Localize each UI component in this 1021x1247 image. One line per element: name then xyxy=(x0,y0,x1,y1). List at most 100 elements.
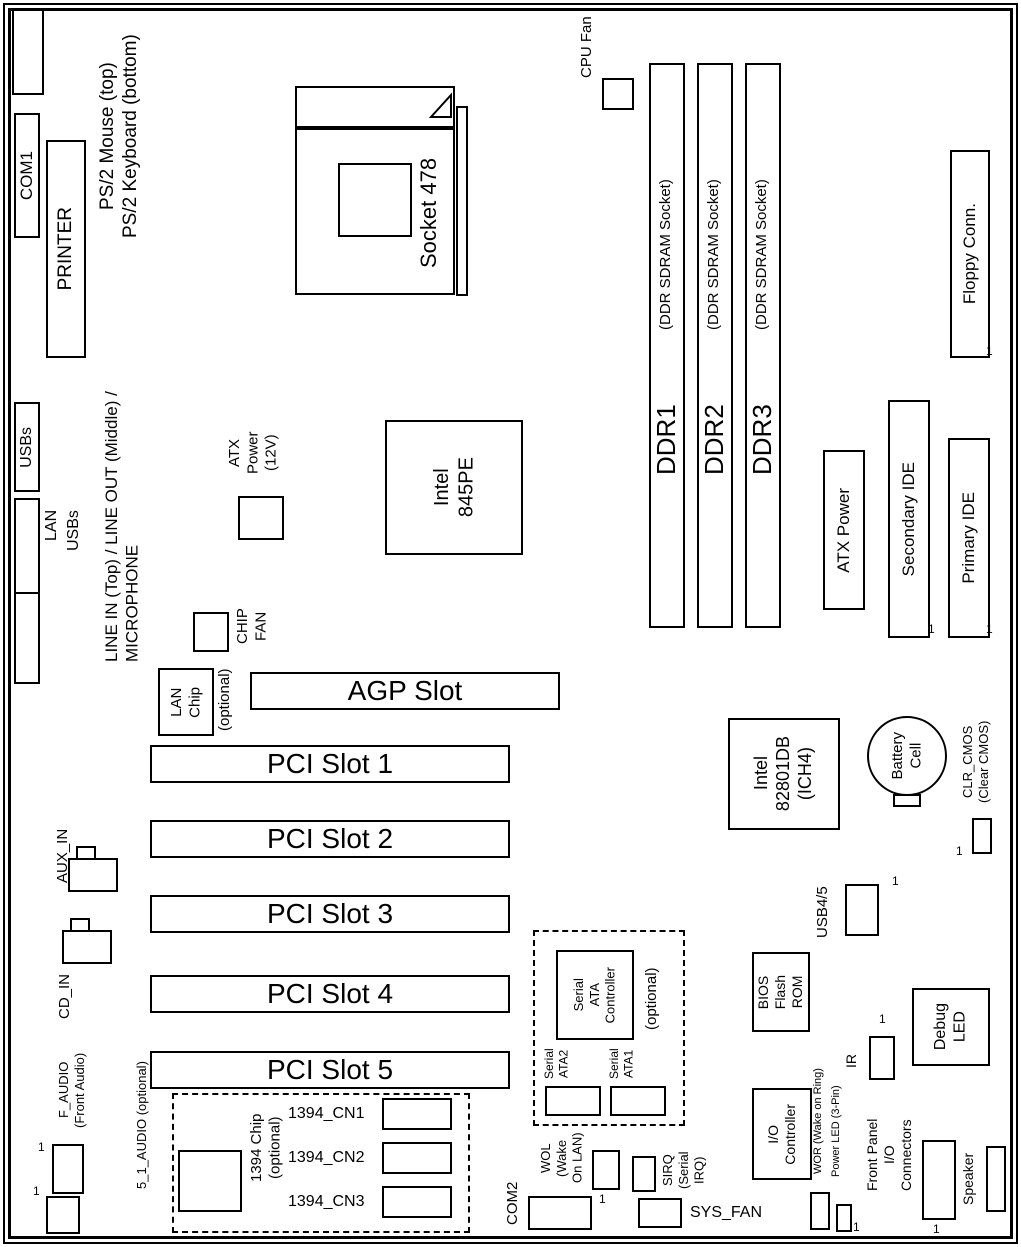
lan-usb-ports xyxy=(14,498,40,610)
firewire-chip xyxy=(178,1150,242,1212)
secondary-ide-connector: Secondary IDE xyxy=(888,400,930,638)
primary-ide-connector: Primary IDE xyxy=(948,438,990,638)
pin1-ir: 1 xyxy=(879,1012,886,1026)
firewire-cn1-label: 1394_CN1 xyxy=(288,1105,365,1122)
debug-led: Debug LED xyxy=(912,988,990,1066)
pin1-secondary-ide: 1 xyxy=(928,622,935,636)
northbridge-label: Intel 845PE xyxy=(430,457,477,518)
sata-optional-label: (optional) xyxy=(643,967,660,1031)
firewire-cn2-label: 1394_CN2 xyxy=(288,1149,365,1166)
f-audio-label: F_AUDIO (Front Audio) xyxy=(56,1052,87,1128)
pci-slot-1-label: PCI Slot 1 xyxy=(266,748,394,779)
front-panel-header xyxy=(922,1140,956,1220)
sata-controller-chip: Serial ATA Controller xyxy=(556,950,634,1040)
sata2-label: Serial ATA2 xyxy=(542,1048,571,1080)
pci-slot-5: PCI Slot 5 xyxy=(150,1051,510,1089)
pin1-floppy: 1 xyxy=(986,344,993,358)
floppy-label: Floppy Conn. xyxy=(959,203,979,305)
com1-port: COM1 xyxy=(14,113,40,238)
atx-12v-connector xyxy=(238,496,284,540)
agp-slot-label: AGP Slot xyxy=(347,675,463,706)
wol-header xyxy=(592,1150,620,1190)
pin1-power-led: 1 xyxy=(853,1220,860,1234)
ps2-connector xyxy=(12,9,44,95)
pci-slot-1: PCI Slot 1 xyxy=(150,745,510,783)
usb45-header xyxy=(845,884,879,936)
pin1-usb45: 1 xyxy=(892,874,899,888)
pin1-wol: 1 xyxy=(599,1192,606,1206)
battery-holder-clip xyxy=(893,794,921,807)
northbridge-chip: Intel 845PE xyxy=(385,420,523,555)
printer-port: PRINTER xyxy=(46,140,86,358)
cpu-socket-side-bar xyxy=(456,106,468,296)
pci-slot-2: PCI Slot 2 xyxy=(150,820,510,858)
debug-led-label: Debug LED xyxy=(932,1003,969,1051)
com1-label: COM1 xyxy=(16,150,36,201)
wor-label: WOR (Wake on Ring) xyxy=(812,1068,824,1174)
atx-power-label: ATX Power xyxy=(833,487,853,573)
cd-in-label: CD_IN xyxy=(56,973,73,1019)
usb-bottom-label: USBs xyxy=(65,510,82,552)
usb-ports-top: USBs xyxy=(14,402,40,492)
secondary-ide-label: Secondary IDE xyxy=(898,461,918,577)
cpu-socket-bracket xyxy=(295,86,455,128)
pci-slot-3: PCI Slot 3 xyxy=(150,895,510,933)
ddr1-slot: (DDR SDRAM Socket) DDR1 xyxy=(649,63,685,628)
sirq-label: SIRQ (Serial IRQ) xyxy=(660,1151,707,1189)
chip-fan-header xyxy=(193,612,229,652)
audio51-header xyxy=(46,1196,80,1234)
lan-chip-label: LAN Chip xyxy=(167,686,203,718)
lan-chip: LAN Chip xyxy=(158,668,214,736)
speaker-header xyxy=(986,1146,1006,1212)
floppy-connector: Floppy Conn. xyxy=(950,150,990,358)
clr-cmos-jumper xyxy=(972,818,992,854)
pci-slot-5-label: PCI Slot 5 xyxy=(266,1054,394,1085)
ddr2-label: DDR2 xyxy=(699,404,729,476)
ddr3-sub-label: (DDR SDRAM Socket) xyxy=(753,179,770,331)
atx-12v-label: ATX Power (12V) xyxy=(226,431,280,475)
sata1-connector xyxy=(610,1086,666,1116)
ddr3-label: DDR3 xyxy=(747,404,777,476)
firewire-chip-label: 1394 Chip (optional) xyxy=(248,1113,284,1183)
pin1-front-panel: 1 xyxy=(933,1222,940,1236)
bios-flash-rom-chip: BIOS Flash ROM xyxy=(752,952,810,1032)
pin1-primary-ide: 1 xyxy=(986,622,993,636)
firewire-cn2-connector xyxy=(382,1142,452,1174)
com2-label: COM2 xyxy=(504,1181,521,1225)
sata2-connector xyxy=(545,1086,601,1116)
sys-fan-header xyxy=(638,1198,682,1228)
audio51-label: 5_1_AUDIO (optional) xyxy=(134,1061,149,1189)
socket-label: Socket 478 xyxy=(416,157,441,269)
f-audio-header xyxy=(52,1144,84,1194)
power-led-header xyxy=(836,1204,852,1232)
wor-header xyxy=(810,1192,830,1230)
clr-cmos-label: CLR_CMOS (Clear CMOS) xyxy=(960,720,991,804)
pci-slot-4: PCI Slot 4 xyxy=(150,975,510,1013)
lan-chip-optional-label: (optional) xyxy=(216,668,233,732)
firewire-cn3-label: 1394_CN3 xyxy=(288,1193,365,1210)
sata1-label: Serial ATA1 xyxy=(607,1048,636,1080)
battery-label: Battery Cell xyxy=(888,732,924,780)
ddr3-slot: (DDR SDRAM Socket) DDR3 xyxy=(745,63,781,628)
pci-slot-4-label: PCI Slot 4 xyxy=(266,978,394,1009)
cpu-socket-inner xyxy=(338,163,412,237)
ps2-label: PS/2 Mouse (top) PS/2 Keyboard (bottom) xyxy=(97,34,142,238)
speaker-label: Speaker xyxy=(960,1152,976,1206)
battery-cell: Battery Cell xyxy=(867,716,947,796)
southbridge-label: Intel 82801DB (ICH4) xyxy=(751,736,815,812)
usb45-label: USB4/5 xyxy=(814,886,831,938)
southbridge-chip: Intel 82801DB (ICH4) xyxy=(728,718,840,830)
atx-power-connector: ATX Power xyxy=(823,450,865,610)
com2-header xyxy=(528,1196,592,1230)
ddr2-slot: (DDR SDRAM Socket) DDR2 xyxy=(697,63,733,628)
primary-ide-label: Primary IDE xyxy=(958,492,978,584)
agp-slot: AGP Slot xyxy=(250,672,560,710)
printer-label: PRINTER xyxy=(55,207,77,291)
firewire-cn1-connector xyxy=(382,1098,452,1130)
outer-frame xyxy=(3,3,1018,1244)
cpu-fan-header xyxy=(602,78,634,110)
pin1-clr-cmos: 1 xyxy=(956,844,963,858)
cpu-fan-label: CPU Fan xyxy=(578,16,595,78)
socket-key-triangle-icon xyxy=(428,92,452,118)
